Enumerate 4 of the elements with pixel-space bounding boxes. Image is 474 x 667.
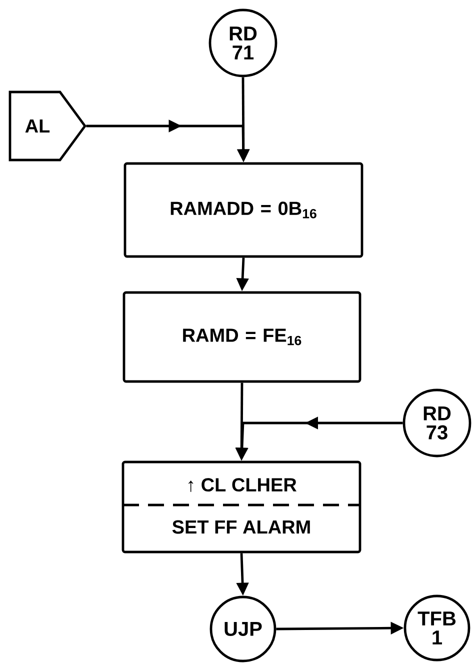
split-process-box: ↑ CL CLHER SET FF ALARM <box>122 460 362 554</box>
process-box: RAMD = FE$_{16}$ <box>122 291 362 383</box>
process-box: RAMADD = 0B$_{16}$ <box>124 162 364 258</box>
offpage-connector: AL <box>8 90 86 162</box>
